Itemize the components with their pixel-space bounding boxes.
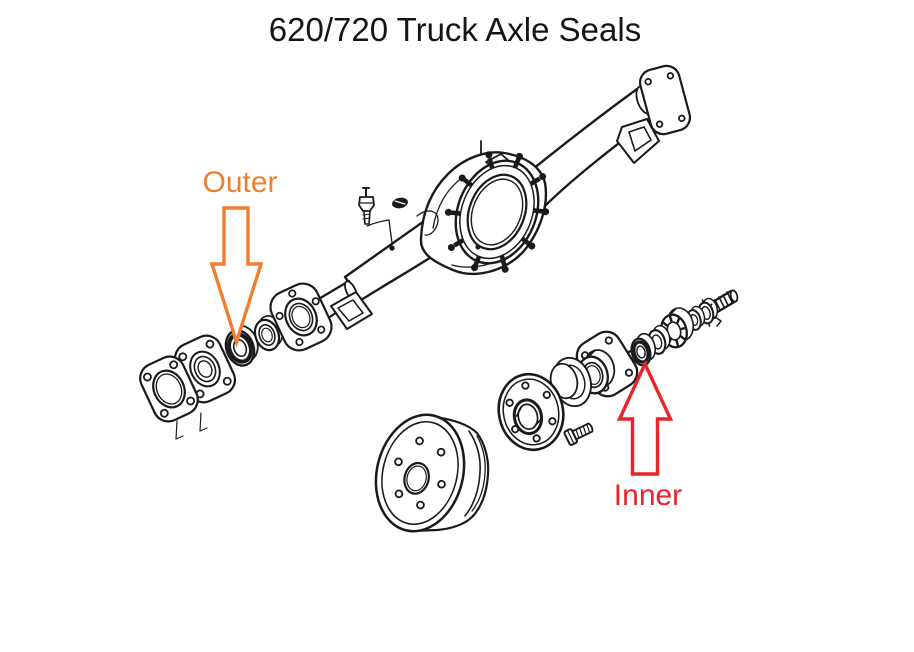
spline-end-cap <box>729 289 739 303</box>
hose-leader-line <box>416 210 439 236</box>
gasket-bolt-holes <box>143 360 195 418</box>
flange-bolt-holes <box>644 72 686 128</box>
drum-face-outer <box>374 413 466 533</box>
wheel-stud <box>563 422 594 446</box>
leader-dot <box>389 245 395 251</box>
bracket-outline <box>616 118 660 164</box>
outer-label: Outer <box>202 166 277 199</box>
breather-valve <box>358 187 375 225</box>
gasket-bolt-holes <box>178 339 232 399</box>
ring-dot <box>475 244 481 250</box>
stud-shank <box>570 422 594 442</box>
outer-arrow <box>209 206 264 348</box>
gasket-collar-inner <box>197 360 213 378</box>
filler-plug <box>392 197 408 209</box>
stud-head-facet <box>566 429 575 445</box>
ring-opening-inner <box>470 178 524 246</box>
gasket-plate <box>139 355 199 423</box>
hub-splined-bore <box>512 398 544 436</box>
hub-stud-holes <box>505 381 557 443</box>
ring-studs <box>450 157 544 267</box>
bracket-inner <box>628 126 652 152</box>
breather-leader-line <box>366 219 393 244</box>
gasket-opening-inner <box>155 373 183 405</box>
seal-band <box>632 340 650 364</box>
drum-grooves <box>464 430 481 517</box>
washer-mid <box>258 324 276 346</box>
breather-threads <box>362 213 371 220</box>
breather-stem <box>363 210 371 225</box>
brake-drum <box>374 413 490 533</box>
stud-threads <box>575 423 591 439</box>
washer-bore <box>261 327 273 343</box>
gasket-leader-marks <box>175 412 208 440</box>
drum-center-hole <box>403 461 430 495</box>
wheel-hub <box>497 372 565 452</box>
flange-plate <box>638 64 692 136</box>
locknut-notches <box>701 299 717 327</box>
axle-tube-end-flange <box>269 282 333 352</box>
inner-label: Inner <box>614 479 682 512</box>
hub-flange-gasket-1 <box>139 355 199 423</box>
hub-face-rim <box>502 378 560 446</box>
bracket-inner <box>337 299 364 322</box>
housing-end-flange <box>638 64 692 136</box>
ring-stud-heads <box>444 151 550 273</box>
drum-lug-holes <box>394 436 446 510</box>
drum-face-inner <box>381 420 459 526</box>
drum-face <box>374 413 466 533</box>
breather-nipple <box>362 187 370 198</box>
axle-diagram <box>139 64 739 533</box>
plug-highlight <box>394 200 406 205</box>
spring-seat-bracket-left <box>330 291 373 330</box>
differential-mounting-ring <box>444 151 550 273</box>
seal-bore <box>636 345 646 359</box>
drum-center-hole-inner <box>406 465 427 492</box>
hub-spline-flats <box>515 407 541 429</box>
breather-body <box>358 196 375 212</box>
retainer-bore-inner <box>291 305 311 329</box>
hub-splined-bore-inner <box>517 403 539 430</box>
retainer-bolt-holes <box>580 336 634 392</box>
page-title: 620/720 Truck Axle Seals <box>269 11 641 48</box>
inner-arrow <box>616 359 674 476</box>
drum-groove-2 <box>471 435 486 512</box>
bearing-locknut <box>697 297 719 327</box>
gasket-opening <box>152 369 186 409</box>
inner-axle-seal <box>630 332 657 367</box>
spring-seat-bracket-right <box>616 118 660 164</box>
spline-key-tab <box>714 316 722 327</box>
retainer-bore-outer <box>284 297 318 337</box>
gasket-collar-outer <box>189 350 221 388</box>
retainer-bolt-holes <box>275 289 326 346</box>
bracket-outline <box>330 291 373 330</box>
gasket-collar-mid <box>193 355 217 383</box>
